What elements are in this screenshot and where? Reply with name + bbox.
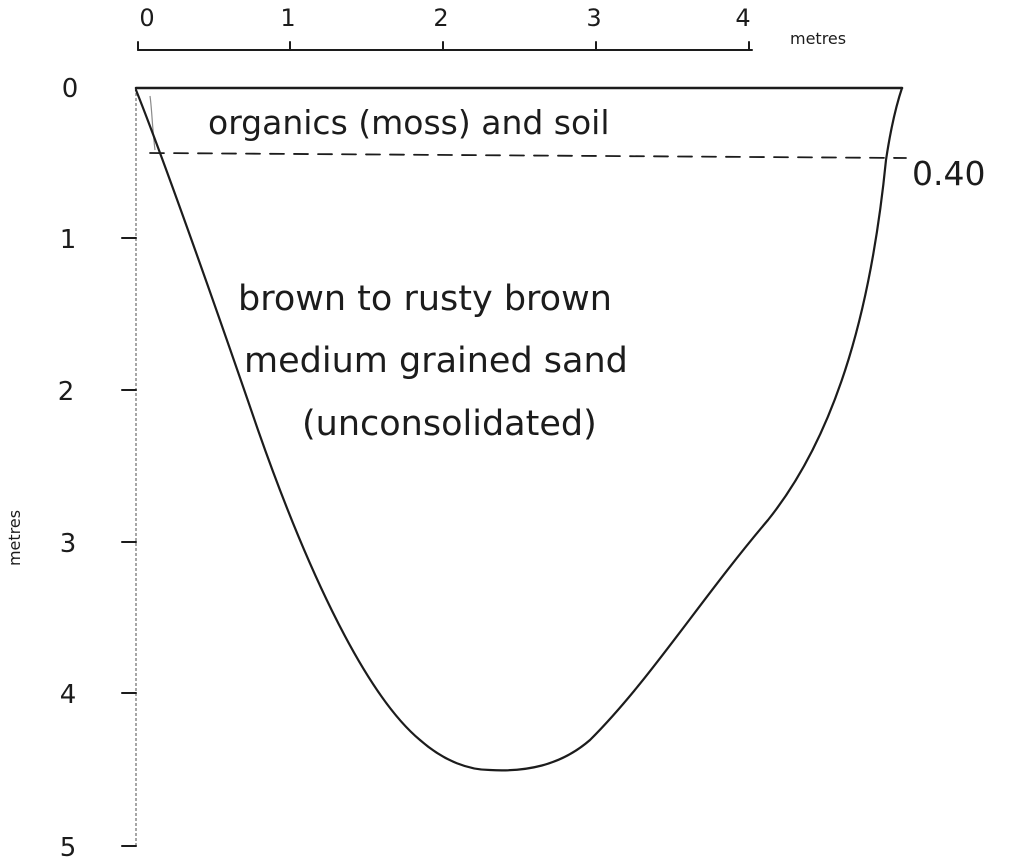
- top-axis-tick-label: 3: [586, 4, 601, 32]
- top-axis-unit-label: metres: [790, 29, 846, 48]
- lower-layer-label-line: brown to rusty brown: [238, 279, 612, 319]
- lower-layer-label-line: medium grained sand: [244, 341, 628, 381]
- left-axis-tick-label: 4: [60, 680, 77, 710]
- left-axis-unit-label: metres: [5, 510, 24, 566]
- top-axis-tick-label: 4: [735, 4, 750, 32]
- left-axis-tick-label: 0: [62, 74, 79, 104]
- lower-layer-label-line: (unconsolidated): [302, 404, 597, 444]
- left-axis-tick-label: 1: [60, 225, 77, 255]
- layer-boundary-line: [150, 153, 906, 158]
- left-axis-tick-label: 2: [58, 377, 75, 407]
- left-axis-tick-label: 5: [60, 833, 77, 861]
- boundary-depth-label: 0.40: [912, 154, 985, 193]
- upper-layer-label: organics (moss) and soil: [208, 103, 610, 142]
- top-axis-tick-label: 0: [139, 4, 154, 32]
- top-axis-tick-label: 2: [433, 4, 448, 32]
- top-axis-tick-label: 1: [280, 4, 295, 32]
- left-axis-tick-label: 3: [60, 529, 77, 559]
- top-axis: 0 1 2 3 4 metres: [138, 4, 846, 50]
- pit-inner-edge: [150, 96, 155, 150]
- left-axis: 0 1 2 3 4 5 metres: [5, 74, 136, 861]
